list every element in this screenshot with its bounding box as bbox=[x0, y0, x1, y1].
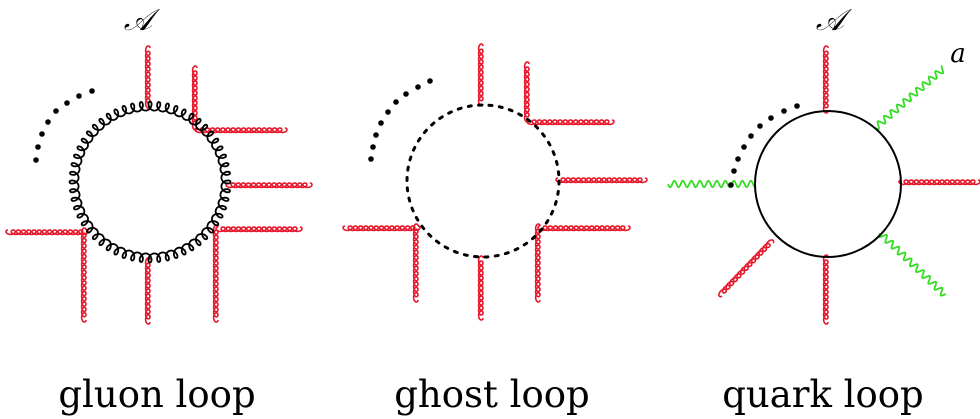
ellipsis-dot bbox=[89, 88, 95, 94]
gluon-line bbox=[194, 127, 288, 134]
ellipsis-dot bbox=[393, 99, 399, 105]
ellipsis-dot bbox=[794, 103, 800, 109]
gluon-line bbox=[534, 223, 541, 303]
gluon-line bbox=[215, 226, 303, 233]
ellipsis-dot bbox=[748, 133, 754, 139]
ghost-loop-circle bbox=[405, 103, 561, 259]
gluon-line bbox=[191, 65, 198, 131]
gluon-loop-ellipsis-dots bbox=[33, 88, 95, 163]
gluon-line bbox=[718, 239, 775, 298]
quark-loop-caption: quark loop bbox=[722, 373, 924, 416]
gluon-loop-line bbox=[68, 100, 232, 264]
gluon-line bbox=[212, 224, 219, 323]
ellipsis-dot bbox=[33, 157, 39, 163]
ellipsis-dot bbox=[781, 108, 787, 114]
quark-loop-line bbox=[754, 110, 902, 258]
ghost-loop-ellipsis-dots bbox=[368, 78, 433, 162]
ellipsis-dot bbox=[768, 115, 774, 121]
ellipsis-dot bbox=[368, 156, 374, 162]
ellipsis-dot bbox=[757, 123, 763, 129]
ellipsis-dot bbox=[403, 91, 409, 97]
quark-loop-ellipsis-dots bbox=[728, 103, 800, 188]
gluon-line bbox=[555, 177, 648, 184]
ellipsis-dot bbox=[427, 78, 433, 84]
ellipsis-dot bbox=[735, 156, 741, 162]
ghost-loop-line bbox=[405, 103, 561, 259]
ellipsis-dot bbox=[731, 168, 737, 174]
ellipsis-dot bbox=[76, 93, 82, 99]
gluon-line bbox=[523, 61, 530, 123]
gluon-line bbox=[537, 225, 631, 232]
gluon-line bbox=[526, 119, 615, 126]
gluon-loop-circle bbox=[68, 100, 232, 264]
ghost-loop-panel: ghost loop bbox=[342, 43, 648, 416]
ellipsis-dot bbox=[53, 108, 59, 114]
gluon-loop-caption: gluon loop bbox=[58, 373, 255, 416]
ellipsis-dot bbox=[728, 182, 734, 188]
gluon-loop-panel: 𝒜 gluon loop bbox=[5, 3, 313, 416]
gluon-line bbox=[412, 223, 419, 303]
gluon-line bbox=[477, 255, 484, 321]
quark-loop-external-lines bbox=[667, 45, 980, 325]
photon-line bbox=[878, 232, 947, 297]
gluon-line bbox=[822, 254, 829, 325]
gluon-line bbox=[144, 257, 151, 325]
ellipsis-dot bbox=[39, 131, 45, 137]
quark-loop-circle bbox=[754, 110, 902, 258]
ghost-loop-caption: ghost loop bbox=[394, 373, 589, 416]
gluon-line bbox=[342, 225, 421, 232]
gluon-line bbox=[80, 227, 87, 323]
gluon-line bbox=[477, 43, 484, 107]
ellipsis-dot bbox=[385, 109, 391, 115]
ghost-loop-external-gluons bbox=[342, 43, 648, 321]
gluon-loop-label-A: 𝒜 bbox=[124, 3, 161, 38]
ellipsis-dot bbox=[741, 144, 747, 150]
ellipsis-dot bbox=[370, 144, 376, 150]
gluon-loop-external-gluons bbox=[5, 45, 313, 325]
gluon-line bbox=[225, 182, 313, 189]
photon-line bbox=[874, 65, 945, 131]
gluon-line bbox=[822, 45, 829, 114]
ellipsis-dot bbox=[64, 100, 70, 106]
ellipsis-dot bbox=[373, 132, 379, 138]
ellipsis-dot bbox=[45, 119, 51, 125]
quark-loop-panel: 𝒜 a quark loop bbox=[667, 3, 980, 416]
quark-loop-label-A: 𝒜 bbox=[816, 3, 853, 38]
ellipsis-dot bbox=[415, 84, 421, 90]
gluon-line bbox=[144, 45, 151, 109]
quark-loop-label-a: a bbox=[950, 39, 966, 69]
ellipsis-dot bbox=[35, 144, 41, 150]
ellipsis-dot bbox=[378, 120, 384, 126]
gluon-line bbox=[898, 179, 980, 186]
gluon-line bbox=[5, 229, 89, 236]
photon-line bbox=[667, 179, 756, 189]
